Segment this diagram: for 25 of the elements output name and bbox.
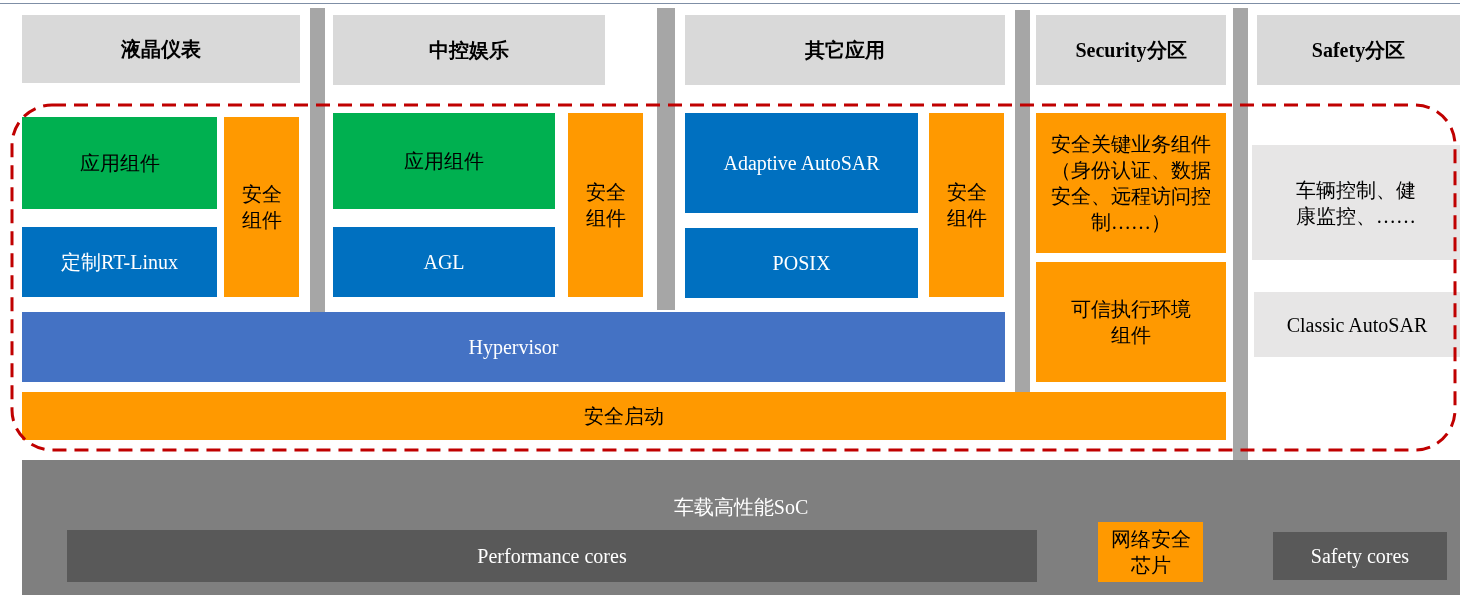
header-box: Security分区 [1036,15,1226,85]
component-box: 应用组件 [333,113,555,209]
core-block: Performance cores [67,530,1037,582]
header-box: Safety分区 [1257,15,1460,85]
chip-block: 网络安全芯片 [1098,522,1203,582]
component-box: Classic AutoSAR [1254,292,1460,357]
component-box: POSIX [685,228,918,298]
core-block: Safety cores [1273,532,1447,580]
component-box: 应用组件 [22,117,217,209]
component-box: 安全组件 [224,117,299,297]
header-box: 其它应用 [685,15,1005,85]
layer-bar: 安全启动 [22,392,1226,440]
component-box: 定制RT-Linux [22,227,217,297]
header-box: 液晶仪表 [22,15,300,83]
component-box: 安全组件 [568,113,643,297]
header-box: 中控娱乐 [333,15,605,85]
component-box: 安全关键业务组件（身份认证、数据安全、远程访问控制……） [1036,113,1226,253]
component-box: AGL [333,227,555,297]
component-box: 安全组件 [929,113,1004,297]
band-label: 车载高性能SoC [673,495,809,520]
hardware-band [22,460,1460,595]
layer-bar: Hypervisor [22,312,1005,382]
component-box: 车辆控制、健康监控、…… [1252,145,1460,260]
component-box: Adaptive AutoSAR [685,113,918,213]
component-box: 可信执行环境组件 [1036,262,1226,382]
